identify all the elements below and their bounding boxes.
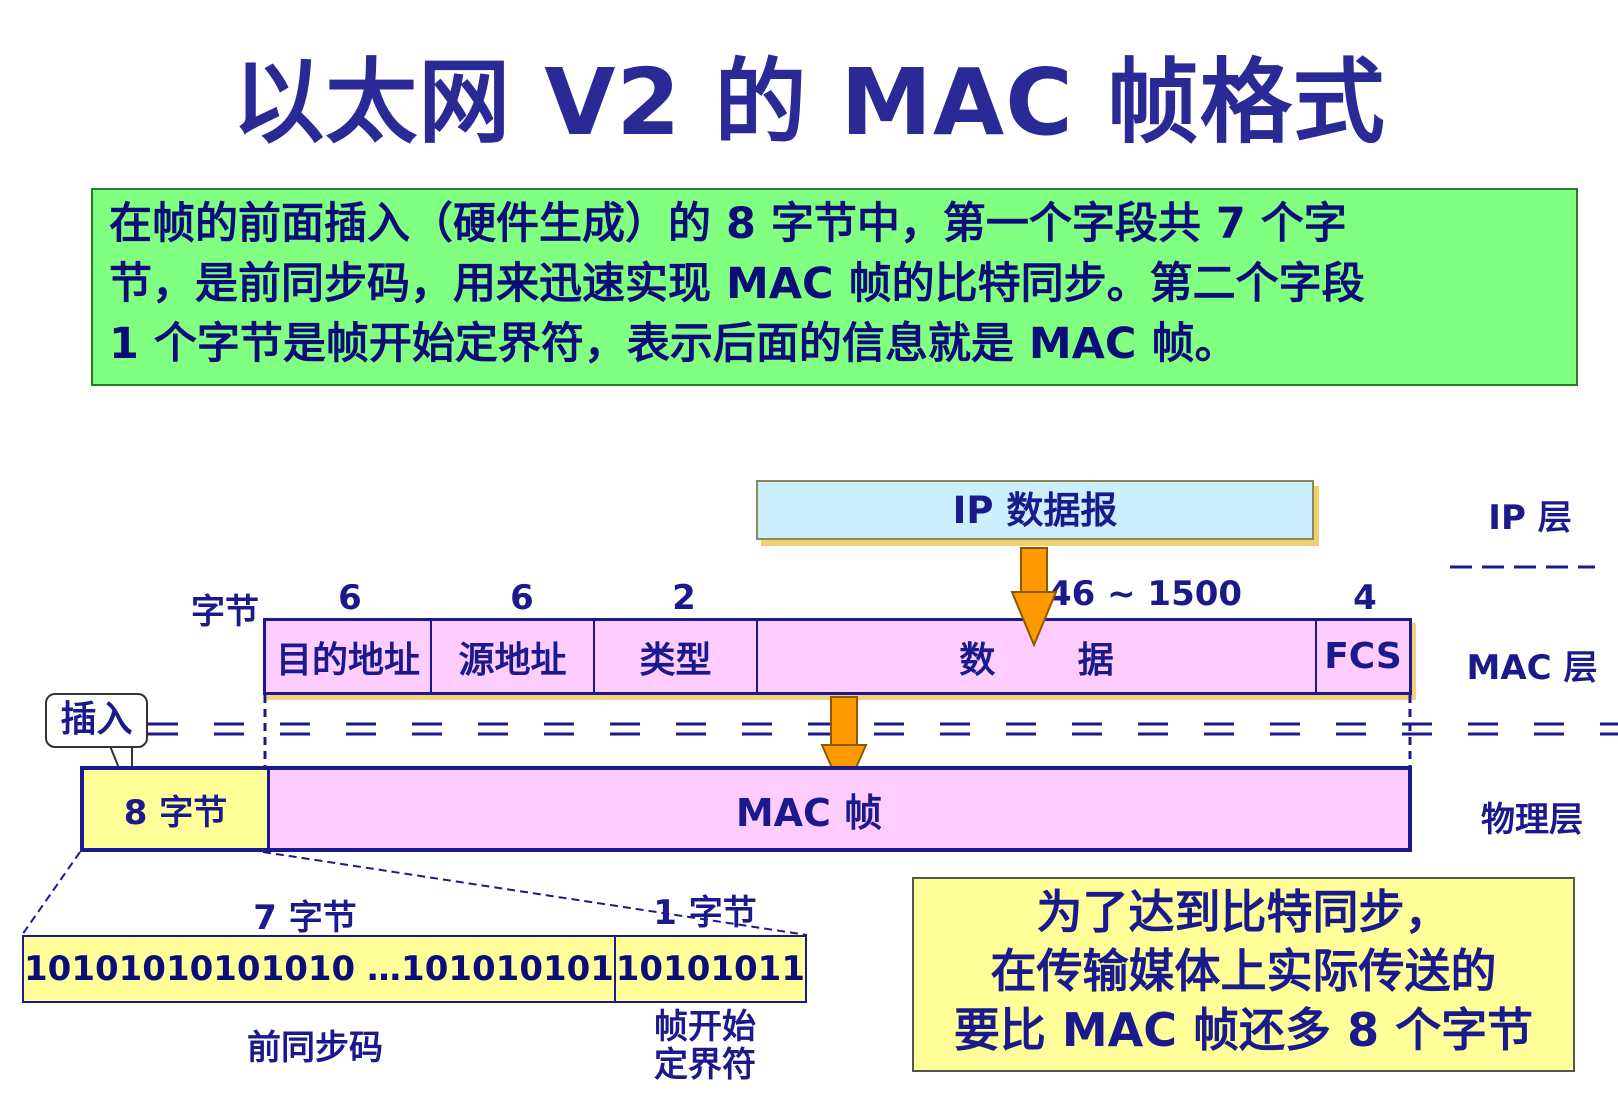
bytes-src: 6 bbox=[510, 578, 534, 618]
mac-frame-fields: 目的地址 源地址 类型 数 据 FCS bbox=[263, 618, 1412, 695]
preamble-bits: 10101010101010 …10101010101010 10101011 bbox=[22, 935, 807, 1003]
bytes-data: 46 ~ 1500 bbox=[1047, 574, 1243, 614]
field-data: 数 据 bbox=[758, 621, 1317, 692]
layer-phys-label: 物理层 bbox=[1481, 800, 1583, 840]
preamble-label: 前同步码 bbox=[247, 1028, 383, 1068]
sfd-label-line1: 帧开始 bbox=[654, 1007, 756, 1047]
sfd-label: 帧开始 定界符 bbox=[640, 1008, 770, 1084]
insert-callout: 插入 bbox=[45, 693, 148, 748]
bytes-dest: 6 bbox=[338, 578, 362, 618]
one-byte-label: 1 字节 bbox=[653, 893, 757, 933]
sfd-bits-value: 10101011 bbox=[615, 949, 805, 989]
layer-ip-label: IP 层 bbox=[1488, 498, 1572, 538]
sync-note-line2: 在传输媒体上实际传送的 bbox=[990, 944, 1497, 998]
sfd-label-line2: 定界符 bbox=[654, 1045, 756, 1085]
preamble-bits-value: 10101010101010 …10101010101010 bbox=[24, 937, 616, 1001]
physical-frame: 8 字节 MAC 帧 bbox=[80, 766, 1412, 852]
mac-frame-box: MAC 帧 bbox=[270, 770, 1408, 848]
intro-text: 在帧的前面插入（硬件生成）的 8 字节中，第一个字段共 7 个字 节，是前同步码… bbox=[91, 188, 1578, 386]
mac-phys-separator bbox=[148, 722, 1618, 736]
sync-note-line3: 要比 MAC 帧还多 8 个字节 bbox=[953, 1003, 1534, 1057]
bytes-fcs: 4 bbox=[1353, 578, 1377, 618]
arrow-ip-to-mac bbox=[1010, 547, 1058, 648]
layer-mac-label: MAC 层 bbox=[1466, 648, 1598, 688]
field-type: 类型 bbox=[595, 621, 758, 692]
page-title: 以太网 V2 的 MAC 帧格式 bbox=[232, 49, 1386, 156]
zoom-line-left bbox=[21, 851, 81, 936]
field-data-char2: 据 bbox=[1077, 639, 1114, 681]
preamble-8-bytes: 8 字节 bbox=[84, 770, 270, 848]
zoom-line-right bbox=[262, 851, 808, 936]
field-dest-address: 目的地址 bbox=[266, 621, 432, 692]
seven-bytes-label: 7 字节 bbox=[253, 898, 357, 938]
field-data-char1: 数 bbox=[959, 639, 996, 681]
field-fcs: FCS bbox=[1324, 636, 1402, 677]
ip-datagram-box: IP 数据报 bbox=[756, 480, 1314, 540]
bytes-type: 2 bbox=[672, 578, 696, 618]
sync-note: 为了达到比特同步， 在传输媒体上实际传送的 要比 MAC 帧还多 8 个字节 bbox=[912, 877, 1575, 1072]
field-src-address: 源地址 bbox=[432, 621, 595, 692]
bytes-label: 字节 bbox=[191, 592, 259, 632]
sync-note-line1: 为了达到比特同步， bbox=[1036, 885, 1451, 939]
